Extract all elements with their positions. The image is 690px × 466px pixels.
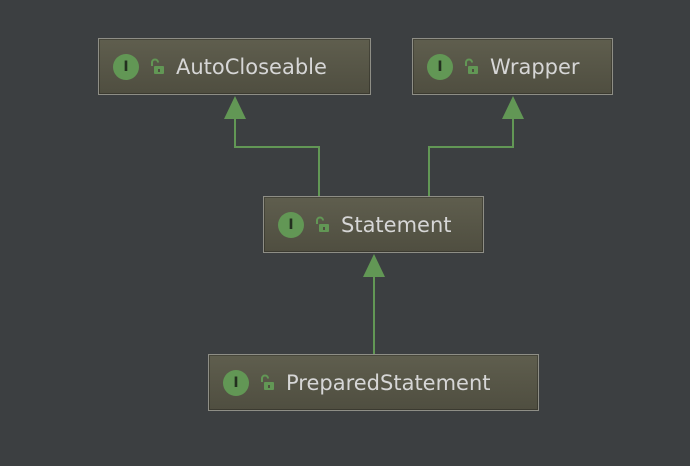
edge-statement-wrapper: [428, 118, 514, 196]
node-wrapper[interactable]: I Wrapper: [412, 38, 613, 95]
node-label: Statement: [341, 212, 452, 237]
interface-icon: I: [223, 369, 249, 396]
arrowhead-autocloseable: [224, 96, 246, 119]
node-statement[interactable]: I Statement: [263, 196, 484, 253]
public-unlocked-icon: [465, 58, 478, 74]
node-label: AutoCloseable: [176, 54, 327, 79]
arrowhead-wrapper: [502, 96, 524, 119]
interface-icon: I: [113, 53, 139, 80]
edge-statement-autocloseable: [234, 118, 320, 196]
node-label: PreparedStatement: [286, 370, 491, 395]
public-unlocked-icon: [316, 216, 329, 232]
arrowhead-statement: [363, 254, 385, 277]
public-unlocked-icon: [151, 58, 164, 74]
public-unlocked-icon: [261, 374, 274, 390]
node-preparedstatement[interactable]: I PreparedStatement: [208, 354, 539, 411]
node-autocloseable[interactable]: I AutoCloseable: [98, 38, 371, 95]
interface-icon: I: [278, 211, 304, 238]
interface-icon: I: [427, 53, 453, 80]
node-label: Wrapper: [490, 54, 580, 79]
